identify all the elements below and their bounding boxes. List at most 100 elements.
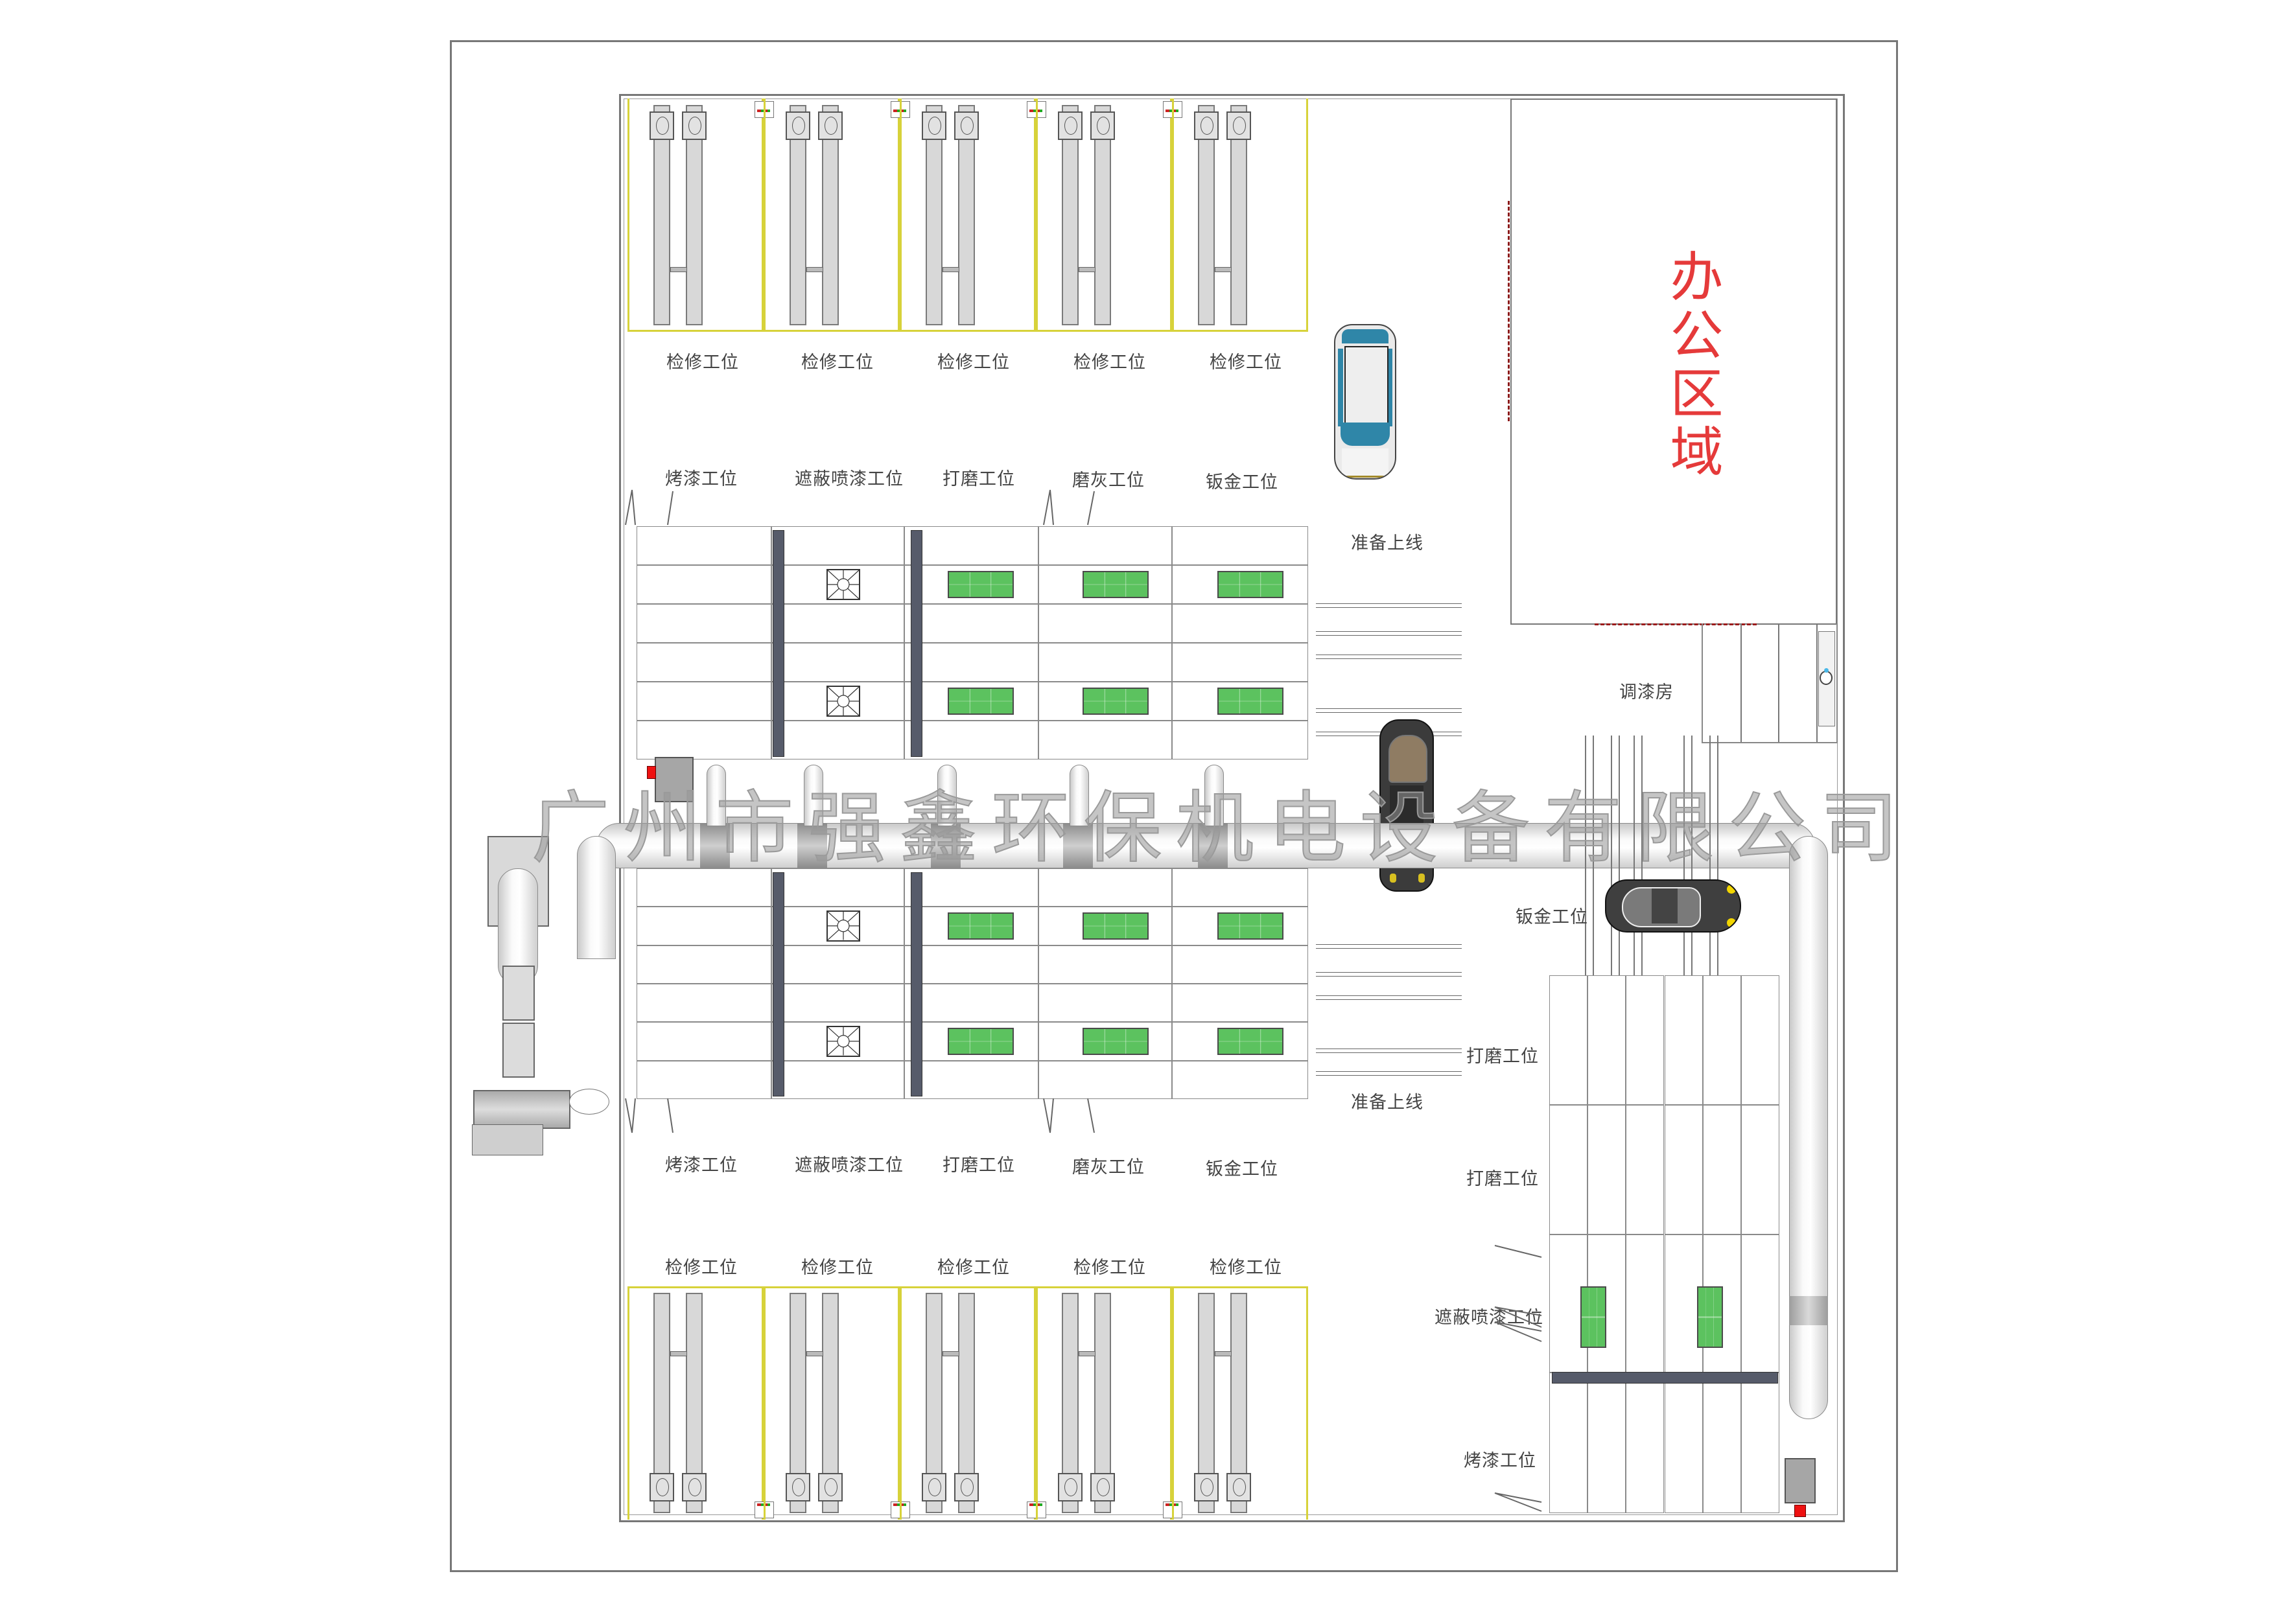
booth-cell <box>637 945 771 984</box>
lift-post <box>818 111 843 140</box>
floor-grille-filter <box>1083 912 1149 940</box>
lift-post-pad <box>1233 117 1246 135</box>
repair-bay <box>764 99 900 332</box>
lift-post-pad <box>1064 1478 1077 1496</box>
lower-station-label: 烤漆工位 <box>665 1155 738 1176</box>
headlight <box>1727 918 1736 927</box>
upper-station-label: 磨灰工位 <box>1072 470 1145 491</box>
upper-station-label: 打磨工位 <box>943 469 1015 489</box>
sunroof <box>1388 735 1427 783</box>
top-bay-label: 检修工位 <box>937 353 1010 373</box>
lift-post <box>786 1473 810 1501</box>
lower-station-label: 钣金工位 <box>1206 1159 1278 1179</box>
floor-grille-filter <box>1217 1028 1283 1055</box>
lift-post-pad <box>688 117 701 135</box>
booth-cell <box>904 643 1038 682</box>
booth-cell <box>771 643 904 682</box>
exhaust-filter-box <box>502 1023 535 1078</box>
right-station-label: 遮蔽喷漆工位 <box>1435 1308 1543 1328</box>
booth-cell <box>1664 1373 1703 1513</box>
right-heater-unit <box>1785 1458 1816 1503</box>
lift-rail <box>1062 105 1079 325</box>
bottom-bay-label: 检修工位 <box>937 1258 1010 1278</box>
ready-line-rail <box>1316 603 1462 608</box>
office-area: 办公区域 <box>1510 99 1837 625</box>
lift-crossbar <box>670 1351 687 1356</box>
office-door-bottom <box>1595 623 1757 627</box>
lift-post <box>1194 1473 1219 1501</box>
exhaust-filter-box <box>502 966 535 1021</box>
booth-cell <box>1038 868 1172 907</box>
booth-cell <box>1740 975 1779 1105</box>
right-station-label: 打磨工位 <box>1466 1047 1539 1067</box>
lift-post <box>650 111 674 140</box>
booth-partition <box>911 530 922 757</box>
headlight <box>1727 885 1736 894</box>
room-divider <box>1778 623 1779 742</box>
lower-station-label: 打磨工位 <box>943 1155 1015 1176</box>
headlight <box>1390 874 1396 883</box>
lift-rail <box>1611 736 1620 975</box>
floor-grille-filter <box>1217 571 1283 598</box>
dark-sedan-right <box>1605 879 1741 933</box>
exhaust-riser-left <box>577 836 616 959</box>
lift-rail <box>1094 105 1111 325</box>
booth-cell <box>1587 975 1626 1105</box>
booth-cell <box>1740 1234 1779 1373</box>
lift-post <box>650 1473 674 1501</box>
booth-cell <box>1626 1373 1665 1513</box>
ready-line-rail <box>1316 995 1462 1000</box>
repair-bay <box>764 1286 900 1520</box>
company-watermark: 广州市强鑫环保机电设备有限公司 <box>531 783 1912 874</box>
exhaust-outlet <box>569 1089 609 1115</box>
booth-cell <box>771 1060 904 1099</box>
booth-cell <box>637 868 771 907</box>
lift-rail <box>1683 736 1693 975</box>
repair-bay <box>1172 1286 1308 1520</box>
lift-rail <box>653 105 670 325</box>
lift-post-pad <box>1233 1478 1246 1496</box>
booth-intake <box>1204 765 1224 826</box>
lift-crossbar <box>670 267 687 272</box>
floor-grille-filter <box>948 688 1014 715</box>
drawing-border <box>450 40 1898 1572</box>
lift-rail <box>1230 105 1247 325</box>
top-bay-label: 检修工位 <box>666 353 739 373</box>
lift-post-pad <box>825 1478 838 1496</box>
top-bay-label: 检修工位 <box>801 353 874 373</box>
fan-blades <box>827 570 860 599</box>
lift-post <box>922 111 946 140</box>
booth-cell <box>1549 1373 1588 1513</box>
booth-cell <box>1587 1105 1626 1234</box>
lift-post <box>922 1473 946 1501</box>
upper-station-label: 钣金工位 <box>1206 472 1278 493</box>
booth-cell <box>637 682 771 721</box>
lift-post <box>1090 1473 1115 1501</box>
floor-grille-filter <box>1217 688 1283 715</box>
repair-bay <box>627 99 764 332</box>
booth-cell <box>1702 975 1741 1105</box>
booth-cell <box>1038 1060 1172 1099</box>
mixer-indicator <box>1824 668 1829 673</box>
booth-partition <box>1552 1372 1778 1384</box>
floor-grille-filter <box>948 571 1014 598</box>
duct-connector <box>1789 1296 1828 1325</box>
lift-post <box>954 1473 979 1501</box>
booth-cell <box>1172 526 1308 565</box>
lift-post-pad <box>792 117 805 135</box>
upper-booth-doors <box>625 489 1095 526</box>
lift-rail <box>1198 105 1215 325</box>
room-divider <box>1740 623 1742 742</box>
booth-cell <box>771 868 904 907</box>
top-bay-label: 检修工位 <box>1210 353 1282 373</box>
booth-partition <box>773 872 784 1096</box>
bottom-bay-label: 检修工位 <box>801 1258 874 1278</box>
lift-post <box>682 111 707 140</box>
booth-cell <box>771 526 904 565</box>
booth-cell <box>637 721 771 759</box>
lift-crossbar <box>806 267 823 272</box>
booth-cell <box>1038 945 1172 984</box>
lift-post <box>1226 1473 1251 1501</box>
lift-rail <box>790 105 806 325</box>
booth-cell <box>1664 975 1703 1105</box>
